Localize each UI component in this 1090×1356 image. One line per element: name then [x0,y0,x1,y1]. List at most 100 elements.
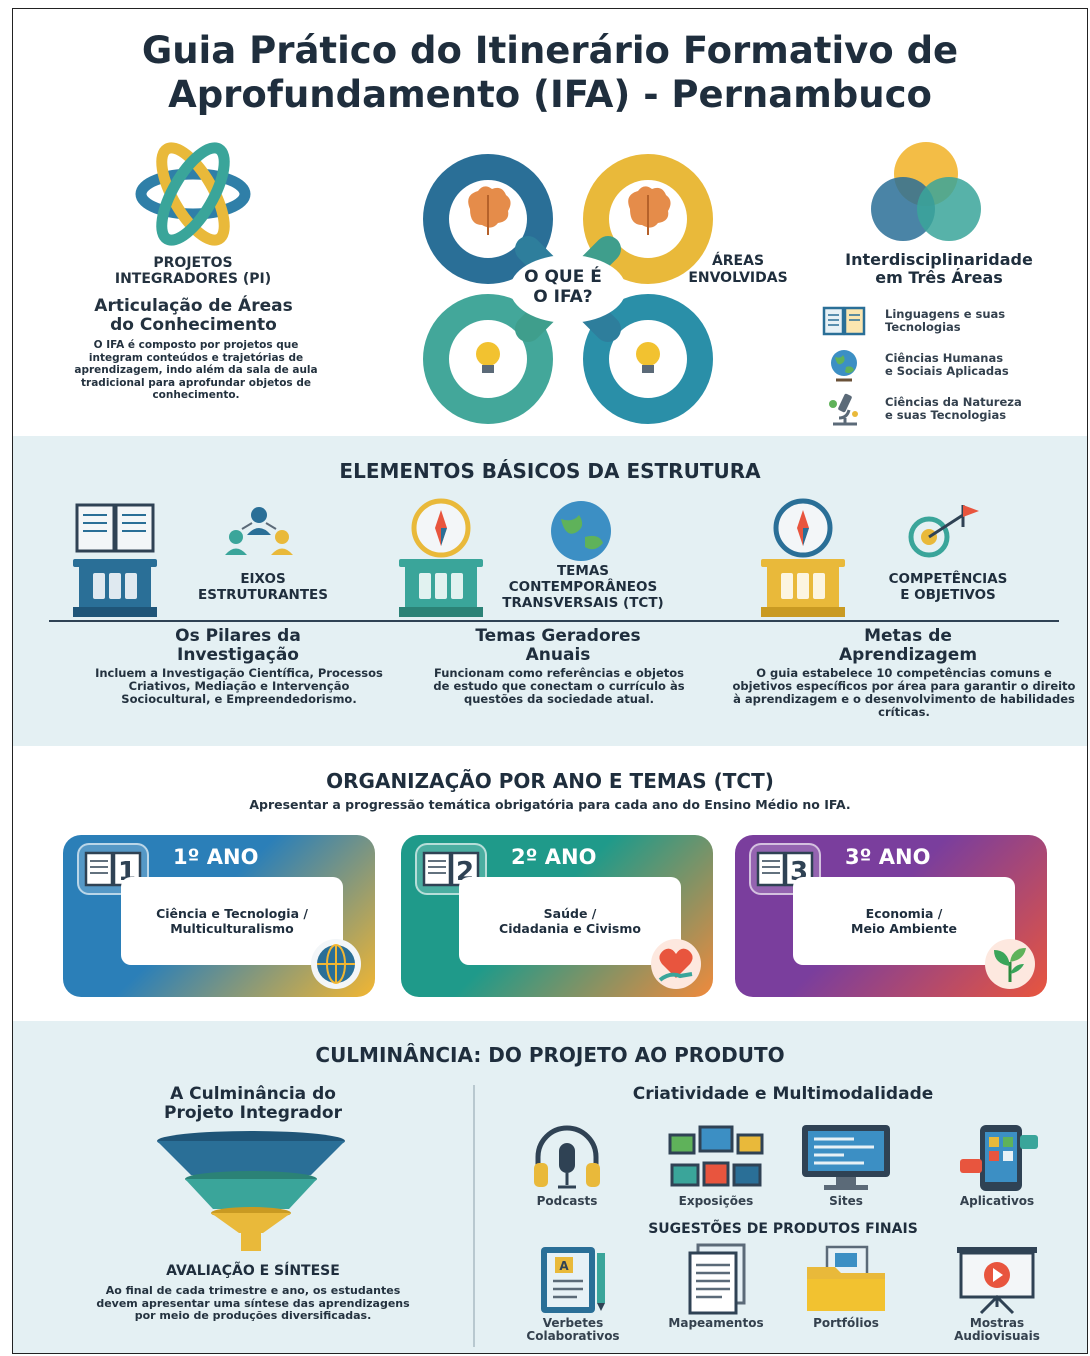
column-heading-line-1: Os Pilares da [175,626,301,646]
evaluation-text: Ao final de cada trimestre e ano, os est… [96,1284,410,1322]
svg-text:A: A [559,1259,569,1273]
product-item: A Verbetes Colaborativos [513,1241,633,1343]
product-label-line-2: Audiovisuais [954,1329,1040,1343]
globe-icon [531,495,631,567]
presentation-icon [937,1241,1057,1315]
open-book-icon [65,497,165,559]
product-label-line-1: Mostras [969,1316,1025,1330]
column-heading: Os Pilares da Investigação [113,627,363,665]
column-heading-line-1: Metas de [864,626,952,646]
area-label-line-2: Tecnologias [885,320,961,334]
notebook-icon: A [513,1241,633,1315]
team-people-icon [209,497,309,569]
area-label-line-1: Ciências Humanas [885,351,1004,365]
headphones-icon [507,1119,627,1193]
year-theme: Saúde /Cidadania e Civismo [459,877,681,965]
product-item: Exposições [656,1119,776,1208]
compass-icon [391,497,491,559]
pillar-label-line-1: EIXOS [240,571,286,587]
pillar-base [399,559,483,619]
title-line-1: Guia Prático do Itinerário Formativo de [141,29,959,72]
book-icon [821,301,867,341]
suggestions-title: SUGESTÕES DE PRODUTOS FINAIS [648,1221,918,1237]
product-item: Mapeamentos [656,1241,776,1330]
brain-icon [468,186,511,235]
divider [473,1085,475,1347]
areas-involved-label: ÁREAS ENVOLVIDAS [663,253,813,287]
areas-label-line-2: ENVOLVIDAS [688,270,788,286]
brain-icon [628,186,671,235]
pillar-label-line-2: ESTRUTURANTES [198,587,328,603]
product-item: Aplicativos [937,1119,1057,1208]
product-label-line-2: Colaborativos [526,1329,620,1343]
year-label: 2º ANO [511,845,597,869]
year-theme-line-1: Economia / [865,906,943,921]
documents-icon [656,1241,776,1315]
year-theme: Economia /Meio Ambiente [793,877,1015,965]
product-label: Podcasts [536,1194,598,1208]
pi-title-line-1: PROJETOS [153,255,233,271]
year-label: 3º ANO [845,845,931,869]
interdisciplinarity-line-1: Interdisciplinaridade [845,250,1033,269]
gallery-icon [656,1119,776,1193]
year-theme-line-1: Ciência e Tecnologia / [156,906,308,921]
product-label: Portfólios [813,1316,879,1330]
pillar-label-line-2: CONTEMPORÂNEOS [508,579,658,595]
year-label: 1º ANO [173,845,259,869]
evaluation-title: AVALIAÇÃO E SÍNTESE [166,1263,340,1279]
pillar-label-line-1: TEMAS [556,563,610,579]
product-label: Exposições [678,1194,754,1208]
heart-hand-icon [651,939,701,989]
pillar-competencias [753,497,853,619]
years-subtitle: Apresentar a progressão temática obrigat… [249,797,851,812]
ground-line [49,620,1059,622]
center-question-line-2: O IFA? [533,287,593,307]
area-label-line-2: e suas Tecnologias [885,408,1007,422]
pi-subtitle: Articulação de Áreas do Conhecimento [61,297,326,335]
lightbulb-icon [636,342,660,373]
title-line-2: Aprofundamento (IFA) - Pernambuco [168,73,932,116]
structure-section [13,436,1087,746]
pillar-base [761,559,845,619]
compass-icon [753,497,853,559]
year-card-1: 1 1º ANO Ciência e Tecnologia /Multicult… [63,835,375,997]
year-theme-line-2: Cidadania e Civismo [499,921,641,936]
column-description: Funcionam como referências e objetos de … [433,666,685,706]
year-card-2: 2 2º ANO Saúde /Cidadania e Civismo [401,835,713,997]
creativity-heading: Criatividade e Multimodalidade [632,1084,934,1104]
left-heading-line-2: Projeto Integrador [164,1103,342,1123]
venn-diagram-icon [871,142,981,241]
pi-subtitle-line-1: Articulação de Áreas [94,296,293,316]
globe-icon [821,345,867,385]
culmination-title: CULMINÂNCIA: DO PROJETO AO PRODUTO [315,1043,785,1067]
year-theme-line-2: Meio Ambiente [851,921,957,936]
column-heading: Metas de Aprendizagem [793,627,1023,665]
year-theme: Ciência e Tecnologia /Multiculturalismo [121,877,343,965]
product-label: Sites [829,1194,863,1208]
infographic: Guia Prático do Itinerário Formativo de … [12,8,1088,1354]
area-label-line-1: Ciências da Natureza [885,395,1022,409]
left-heading-line-1: A Culminância do [170,1084,336,1104]
column-heading-line-2: Investigação [177,645,299,665]
pillar-label-line-1: COMPETÊNCIAS [888,571,1008,587]
interdisciplinarity-title: Interdisciplinaridade em Três Áreas [808,251,1070,287]
page-title: Guia Prático do Itinerário Formativo de … [13,29,1087,117]
what-is-ifa-label: O QUE É O IFA? [503,267,623,307]
pi-description: O IFA é composto por projetos que integr… [74,339,318,401]
interdisciplinarity-line-2: em Três Áreas [875,268,1003,287]
pi-subtitle-line-2: do Conhecimento [110,315,277,335]
pi-title: PROJETOS INTEGRADORES (PI) [73,255,313,287]
folder-icon [786,1241,906,1315]
pillar-label-line-3: TRANSVERSAIS (TCT) [502,595,664,611]
pillar-base [73,559,157,619]
product-label-line-1: Verbetes [542,1316,604,1330]
column-heading-line-2: Aprendizagem [838,645,978,665]
column-description: O guia estabelece 10 competências comuns… [732,666,1076,719]
areas-label-line-1: ÁREAS [711,253,765,269]
